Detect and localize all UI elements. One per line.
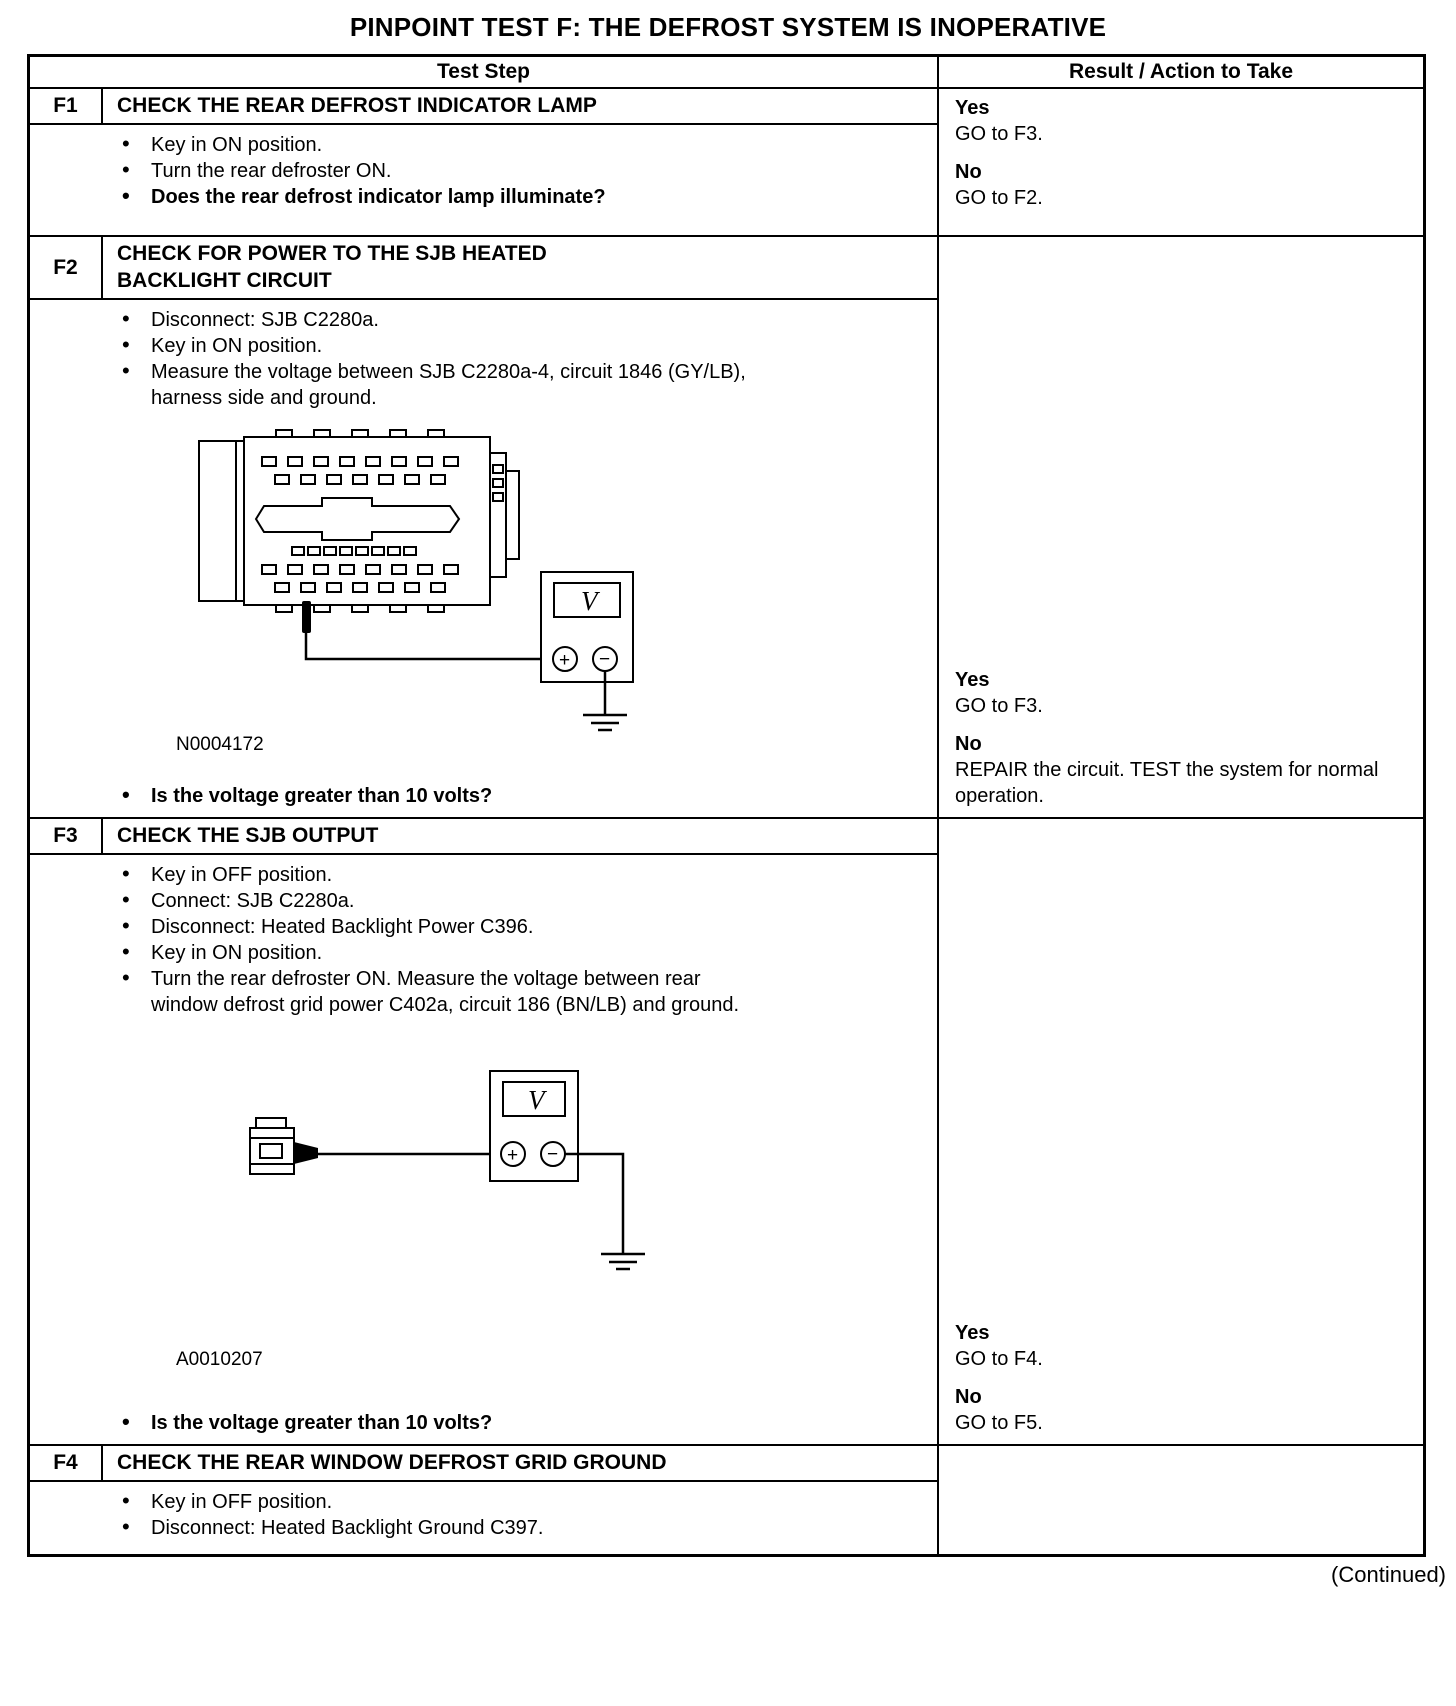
step-title-f1: CHECK THE REAR DEFROST INDICATOR LAMP	[117, 94, 597, 117]
voltmeter-v-label: V	[581, 586, 601, 616]
result-action: GO to F3.	[955, 695, 1043, 717]
step-id-f4: F4	[30, 1446, 103, 1480]
test-row-f3: F3 CHECK THE SJB OUTPUT Key in OFF posit…	[30, 819, 1423, 1446]
result-label: Yes	[955, 669, 990, 691]
continued-note: (Continued)	[1331, 1562, 1446, 1587]
result-label: Yes	[955, 1322, 990, 1344]
bullet-item: Disconnect: Heated Backlight Ground C397…	[30, 1514, 770, 1541]
bullet-list-f3: Key in OFF position. Connect: SJB C2280a…	[30, 861, 937, 1018]
result-cell-f2: Yes GO to F3. No REPAIR the circuit. TES…	[939, 237, 1423, 817]
bullet-item: Disconnect: SJB C2280a.	[30, 306, 770, 333]
result-cell-f3: Yes GO to F4. No GO to F5.	[939, 819, 1423, 1444]
test-row-f4: F4 CHECK THE REAR WINDOW DEFROST GRID GR…	[30, 1446, 1423, 1554]
step-id-f1: F1	[30, 89, 103, 123]
minus-terminal: −	[547, 1144, 558, 1165]
question-list-f2: Is the voltage greater than 10 volts?	[30, 782, 937, 809]
bullet-item: Key in ON position.	[30, 332, 770, 359]
result-no: No GO to F5.	[955, 1384, 1413, 1436]
connector-voltmeter-diagram: V + −	[249, 1070, 645, 1271]
column-header-result-action: Result / Action to Take	[1068, 60, 1294, 83]
test-probe	[294, 1142, 318, 1164]
bullet-item: Measure the voltage between SJB C2280a-4…	[30, 358, 770, 411]
figure-sjb-connector: V + −	[151, 427, 711, 761]
ground-symbol	[583, 671, 627, 732]
step-content-f4: Key in OFF position. Disconnect: Heated …	[30, 1482, 937, 1554]
step-content-f1: Key in ON position. Turn the rear defros…	[30, 125, 937, 235]
step-band-f4: F4 CHECK THE REAR WINDOW DEFROST GRID GR…	[30, 1446, 937, 1482]
test-step-cell-f2: F2 CHECK FOR POWER TO THE SJB HEATED BAC…	[30, 237, 939, 817]
test-row-f1: F1 CHECK THE REAR DEFROST INDICATOR LAMP…	[30, 89, 1423, 237]
bullet-item: Turn the rear defroster ON. Measure the …	[30, 965, 770, 1018]
connector-body	[198, 429, 520, 613]
step-title-f3: CHECK THE SJB OUTPUT	[117, 824, 379, 847]
page-title: PINPOINT TEST F: THE DEFROST SYSTEM IS I…	[349, 12, 1107, 42]
bullet-item: Connect: SJB C2280a.	[30, 887, 770, 914]
test-lead-wire	[304, 633, 553, 661]
step-band-f1: F1 CHECK THE REAR DEFROST INDICATOR LAMP	[30, 89, 937, 125]
ground-symbol	[565, 1152, 645, 1271]
question-item: Is the voltage greater than 10 volts?	[30, 1409, 770, 1436]
step-id-f2: F2	[30, 237, 103, 298]
test-step-cell-f4: F4 CHECK THE REAR WINDOW DEFROST GRID GR…	[30, 1446, 939, 1554]
result-cell-f4	[939, 1446, 1423, 1554]
test-row-f2: F2 CHECK FOR POWER TO THE SJB HEATED BAC…	[30, 237, 1423, 819]
bullet-item: Turn the rear defroster ON.	[30, 157, 770, 184]
plus-terminal: +	[507, 1145, 518, 1166]
bullet-item: Key in ON position.	[30, 939, 770, 966]
result-label: No	[955, 733, 982, 755]
column-header-test-step: Test Step	[30, 57, 939, 87]
result-no: No GO to F2.	[955, 159, 1413, 211]
question-item: Does the rear defrost indicator lamp ill…	[30, 183, 770, 210]
figure-grid-power-check: V + −	[151, 1066, 691, 1378]
bullet-item: Disconnect: Heated Backlight Power C396.	[30, 913, 770, 940]
result-label: No	[955, 161, 982, 183]
result-label: Yes	[955, 97, 990, 119]
step-title-f4: CHECK THE REAR WINDOW DEFROST GRID GROUN…	[117, 1451, 667, 1474]
result-yes: Yes GO to F3.	[955, 667, 1413, 719]
step-content-f2: Disconnect: SJB C2280a. Key in ON positi…	[30, 300, 937, 817]
result-action: GO to F5.	[955, 1412, 1043, 1434]
bullet-item: Key in OFF position.	[30, 861, 770, 888]
question-item: Is the voltage greater than 10 volts?	[30, 782, 770, 809]
step-id-f3: F3	[30, 819, 103, 853]
voltmeter-v-label: V	[528, 1085, 548, 1115]
bullet-list-f4: Key in OFF position. Disconnect: Heated …	[30, 1488, 937, 1541]
result-action: REPAIR the circuit. TEST the system for …	[955, 759, 1379, 807]
result-no: No REPAIR the circuit. TEST the system f…	[955, 731, 1413, 809]
voltmeter: V + −	[489, 1070, 579, 1182]
test-step-cell-f3: F3 CHECK THE SJB OUTPUT Key in OFF posit…	[30, 819, 939, 1444]
result-action: GO to F3.	[955, 123, 1043, 145]
pinpoint-test-table: Test Step Result / Action to Take F1 CHE…	[27, 54, 1426, 1557]
step-band-f2: F2 CHECK FOR POWER TO THE SJB HEATED BAC…	[30, 237, 937, 300]
sjb-connector-voltmeter-diagram: V + −	[198, 429, 634, 732]
plus-terminal: +	[559, 650, 570, 671]
test-step-cell-f1: F1 CHECK THE REAR DEFROST INDICATOR LAMP…	[30, 89, 939, 235]
question-list-f3: Is the voltage greater than 10 volts?	[30, 1409, 937, 1436]
result-yes: Yes GO to F4.	[955, 1320, 1413, 1372]
bullet-list-f1: Key in ON position. Turn the rear defros…	[30, 131, 937, 210]
result-cell-f1: Yes GO to F3. No GO to F2.	[939, 89, 1423, 235]
minus-terminal: −	[599, 649, 610, 670]
result-yes: Yes GO to F3.	[955, 95, 1413, 147]
bullet-list-f2: Disconnect: SJB C2280a. Key in ON positi…	[30, 306, 937, 411]
voltmeter: V + −	[540, 571, 634, 683]
figure-caption: A0010207	[176, 1349, 263, 1370]
connector-terminal	[249, 1117, 295, 1175]
bullet-item: Key in OFF position.	[30, 1488, 770, 1515]
step-content-f3: Key in OFF position. Connect: SJB C2280a…	[30, 855, 937, 1444]
bullet-item: Key in ON position.	[30, 131, 770, 158]
result-label: No	[955, 1386, 982, 1408]
result-action: GO to F4.	[955, 1348, 1043, 1370]
figure-caption: N0004172	[176, 734, 264, 755]
step-band-f3: F3 CHECK THE SJB OUTPUT	[30, 819, 937, 855]
table-header-row: Test Step Result / Action to Take	[30, 57, 1423, 89]
test-probe	[302, 601, 311, 633]
step-title-f2: CHECK FOR POWER TO THE SJB HEATED BACKLI…	[117, 242, 547, 292]
result-action: GO to F2.	[955, 187, 1043, 209]
